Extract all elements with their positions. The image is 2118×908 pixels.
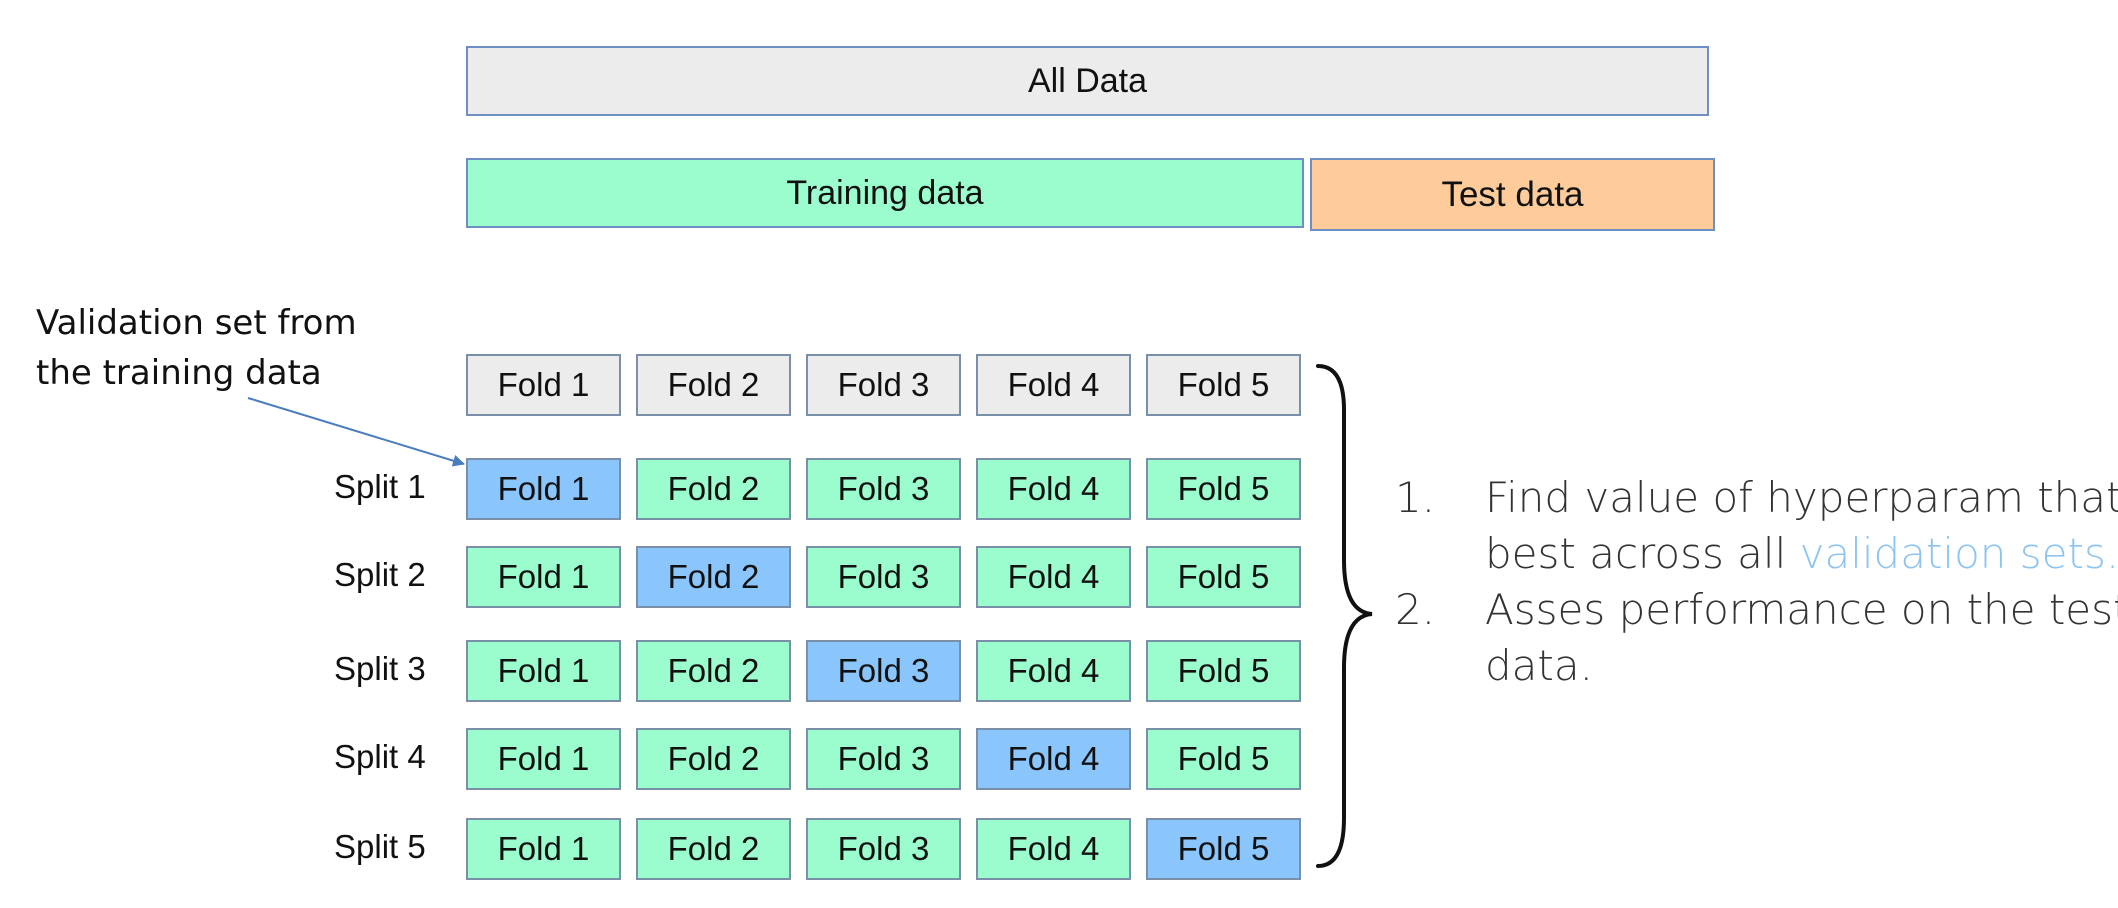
note-line: Asses performance on the test [1485,585,2118,634]
fold-label: Fold 4 [1007,366,1100,403]
fold-label: Fold 3 [837,740,930,777]
all-data-bar: All Data [466,46,1709,116]
fold-label: Fold 4 [1007,470,1100,507]
test-data-bar: Test data [1310,158,1715,231]
training-data-bar: Training data [466,158,1304,228]
training-data-label: Training data [786,173,984,212]
note-item-2: 2. Asses performance on the test data. [1395,582,2118,694]
fold-label: Fold 1 [497,652,590,689]
curly-brace [1316,364,1373,868]
note-line: Find value of hyperparam that is [1485,473,2118,522]
split-2-fold-5: Fold 5 [1146,546,1301,608]
fold-label: Fold 4 [1007,652,1100,689]
split-label-3: Split 3 [334,650,426,687]
split-2-fold-1: Fold 1 [466,546,621,608]
split-4-fold-5: Fold 5 [1146,728,1301,790]
fold-label: Fold 2 [667,652,760,689]
callout-arrow [247,397,465,467]
callout-line-2: the training data [36,353,322,393]
split-4-fold-3: Fold 3 [806,728,961,790]
fold-label: Fold 5 [1177,830,1270,867]
notes-list: 1. Find value of hyperparam that is best… [1395,470,2118,694]
split-2-fold-4: Fold 4 [976,546,1131,608]
note-line: best across all validation sets. [1485,526,2118,582]
fold-label: Fold 1 [497,740,590,777]
split-4-fold-1: Fold 1 [466,728,621,790]
validation-sets-highlight: validation sets. [1799,529,2118,578]
fold-label: Fold 4 [1007,558,1100,595]
header-fold-5: Fold 5 [1146,354,1301,416]
split-1-fold-2: Fold 2 [636,458,791,520]
fold-label: Fold 5 [1177,558,1270,595]
split-4-fold-2: Fold 2 [636,728,791,790]
note-number: 2. [1395,585,1436,634]
split-label-2: Split 2 [334,556,426,593]
header-fold-2: Fold 2 [636,354,791,416]
split-4-fold-4: Fold 4 [976,728,1131,790]
fold-label: Fold 2 [667,830,760,867]
fold-label: Fold 4 [1007,740,1100,777]
header-fold-1: Fold 1 [466,354,621,416]
fold-label: Fold 1 [497,470,590,507]
header-fold-3: Fold 3 [806,354,961,416]
split-1-fold-3: Fold 3 [806,458,961,520]
fold-label: Fold 2 [667,740,760,777]
fold-label: Fold 1 [497,830,590,867]
split-2-fold-2: Fold 2 [636,546,791,608]
split-5-fold-3: Fold 3 [806,818,961,880]
fold-label: Fold 3 [837,830,930,867]
fold-label: Fold 2 [667,558,760,595]
fold-label: Fold 2 [667,470,760,507]
fold-label: Fold 1 [497,558,590,595]
split-label-4: Split 4 [334,738,426,775]
fold-label: Fold 2 [667,366,760,403]
fold-label: Fold 4 [1007,830,1100,867]
header-fold-4: Fold 4 [976,354,1131,416]
split-1-fold-4: Fold 4 [976,458,1131,520]
fold-label: Fold 5 [1177,470,1270,507]
note-number: 1. [1395,473,1436,522]
fold-label: Fold 1 [497,366,590,403]
test-data-label: Test data [1441,174,1584,214]
note-line: data. [1485,641,1593,690]
fold-label: Fold 3 [837,470,930,507]
split-5-fold-1: Fold 1 [466,818,621,880]
fold-label: Fold 3 [837,366,930,403]
split-5-fold-2: Fold 2 [636,818,791,880]
fold-label: Fold 5 [1177,366,1270,403]
split-5-fold-5: Fold 5 [1146,818,1301,880]
split-1-fold-5: Fold 5 [1146,458,1301,520]
fold-label: Fold 3 [837,558,930,595]
note-text: best across all [1485,529,1800,578]
split-1-fold-1: Fold 1 [466,458,621,520]
fold-label: Fold 5 [1177,652,1270,689]
all-data-label: All Data [1027,61,1148,100]
split-3-fold-1: Fold 1 [466,640,621,702]
note-item-1: 1. Find value of hyperparam that is best… [1395,470,2118,582]
fold-label: Fold 3 [837,652,930,689]
split-3-fold-3: Fold 3 [806,640,961,702]
fold-label: Fold 5 [1177,740,1270,777]
split-label-1: Split 1 [334,468,426,505]
split-5-fold-4: Fold 4 [976,818,1131,880]
split-2-fold-3: Fold 3 [806,546,961,608]
split-3-fold-4: Fold 4 [976,640,1131,702]
split-label-5: Split 5 [334,828,426,865]
callout-line-1: Validation set from [36,303,357,343]
split-3-fold-2: Fold 2 [636,640,791,702]
split-3-fold-5: Fold 5 [1146,640,1301,702]
validation-callout: Validation set from the training data [36,298,357,398]
